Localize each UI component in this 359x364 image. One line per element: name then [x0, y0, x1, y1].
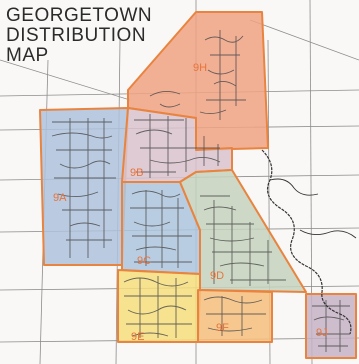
- zone-9a[interactable]: [39, 107, 129, 266]
- zone-labels: 9H 9A 9B 9C 9D 9E 9F 9J: [53, 62, 328, 343]
- zone-9j[interactable]: [305, 293, 357, 359]
- zone-label-9a: 9A: [53, 192, 67, 204]
- zone-label-9j: 9J: [316, 327, 328, 339]
- map-title-line-2: DISTRIBUTION: [6, 25, 147, 46]
- street-network: [51, 30, 350, 352]
- zone-label-9h: 9H: [193, 62, 207, 74]
- map-title-line-1: GEORGETOWN: [6, 5, 153, 26]
- zone-9f[interactable]: [197, 289, 273, 343]
- map-title: GEORGETOWN DISTRIBUTION MAP: [6, 6, 152, 66]
- river: [261, 149, 352, 335]
- zone-label-9d: 9D: [210, 270, 224, 282]
- zone-9d[interactable]: [179, 169, 307, 293]
- map-title-line-3: MAP: [6, 45, 49, 66]
- zone-label-9c: 9C: [137, 255, 151, 267]
- river-tributary: [269, 178, 357, 239]
- zone-label-9f: 9F: [216, 322, 229, 334]
- zone-label-9e: 9E: [131, 331, 144, 343]
- zone-label-9b: 9B: [130, 167, 143, 179]
